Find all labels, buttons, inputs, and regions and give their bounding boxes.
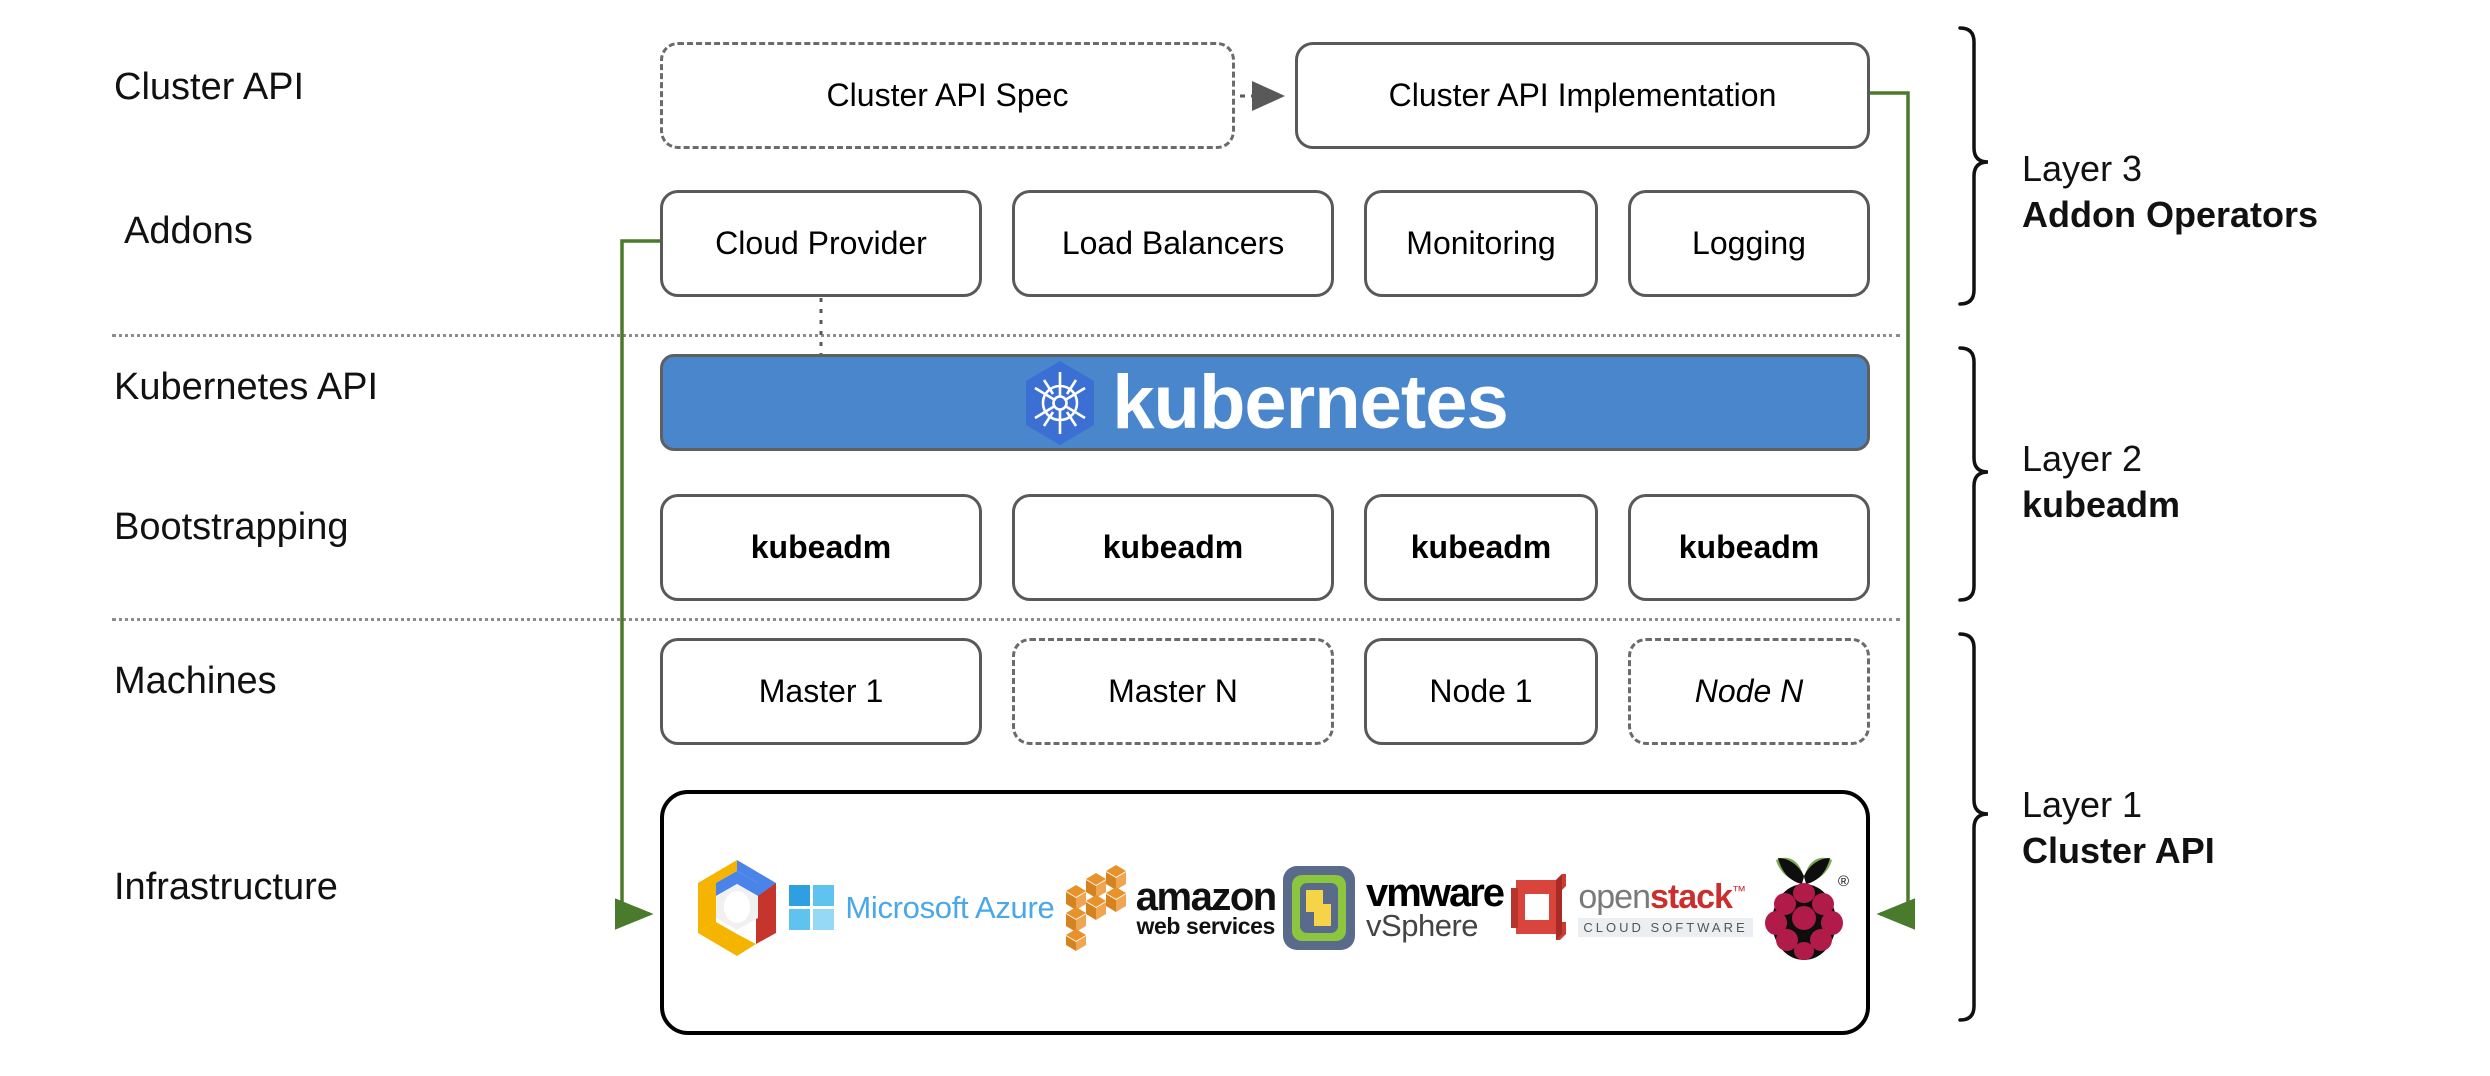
vsphere-tile-icon: [1283, 866, 1356, 950]
layer-label-1-line2: Cluster API: [2022, 830, 2215, 872]
row-label-bootstrapping: Bootstrapping: [114, 506, 349, 548]
vsphere-text: vSphere: [1366, 908, 1479, 944]
layer-label-3: Layer 3 Addon Operators: [2022, 146, 2318, 238]
box-monitoring[interactable]: Monitoring: [1364, 190, 1598, 297]
layer-label-2-line2: kubeadm: [2022, 484, 2181, 526]
box-infrastructure[interactable]: [660, 790, 1870, 1035]
box-logging-label: Logging: [1692, 225, 1806, 262]
box-node-n[interactable]: Node N: [1628, 638, 1870, 745]
kubernetes-logo-icon: [1026, 360, 1095, 445]
aws-cubes-icon: [1065, 865, 1126, 951]
layer-label-3-line1: Layer 3: [2022, 148, 2143, 189]
row-label-kubernetes-api: Kubernetes API: [114, 366, 379, 408]
microsoft-azure-text: Microsoft Azure: [845, 890, 1055, 925]
layer-label-2: Layer 2 kubeadm: [2022, 436, 2180, 528]
openstack-stack-text: stack: [1650, 877, 1733, 916]
connector-implementation-to-infrastructure: [1870, 91, 1915, 930]
connector-cloud-provider-to-infrastructure: [615, 239, 660, 930]
divider-layer2-layer1: [112, 618, 1900, 621]
divider-layer3-layer2: [112, 334, 1900, 337]
google-cloud-icon: [690, 856, 784, 960]
openstack-logo: openstack™ CLOUD SOFTWARE: [1508, 870, 1753, 946]
box-master-n-label: Master N: [1108, 673, 1238, 710]
box-kubeadm-2-label: kubeadm: [1102, 529, 1244, 566]
openstack-tagline: CLOUD SOFTWARE: [1578, 917, 1753, 937]
infrastructure-provider-logos: Microsoft Azure amazon web services: [690, 848, 1850, 968]
aws-amazon-text: amazon: [1135, 875, 1277, 920]
brace-layer-1: [1958, 632, 1989, 1022]
box-cloud-provider[interactable]: Cloud Provider: [660, 190, 982, 297]
box-kubeadm-4-label: kubeadm: [1678, 529, 1820, 566]
banner-kubernetes[interactable]: kubernetes: [660, 354, 1870, 451]
box-load-balancers[interactable]: Load Balancers: [1012, 190, 1334, 297]
microsoft-window-icon: [789, 885, 835, 930]
box-kubeadm-4[interactable]: kubeadm: [1628, 494, 1870, 601]
kubernetes-wordmark: kubernetes: [1112, 359, 1508, 445]
microsoft-azure-logo: Microsoft Azure: [789, 885, 1055, 931]
box-master-1-label: Master 1: [758, 673, 884, 710]
box-cluster-api-implementation-label: Cluster API Implementation: [1388, 77, 1777, 114]
row-label-addons: Addons: [124, 210, 253, 252]
box-cloud-provider-label: Cloud Provider: [715, 225, 927, 262]
layer-label-1-line1: Layer 1: [2022, 784, 2143, 825]
box-logging[interactable]: Logging: [1628, 190, 1870, 297]
box-monitoring-label: Monitoring: [1406, 225, 1556, 262]
box-master-n[interactable]: Master N: [1012, 638, 1334, 745]
layer-label-1: Layer 1 Cluster API: [2022, 782, 2215, 874]
box-master-1[interactable]: Master 1: [660, 638, 982, 745]
amazon-web-services-logo: amazon web services: [1060, 865, 1277, 951]
row-label-infrastructure: Infrastructure: [114, 866, 338, 908]
row-label-cluster-api: Cluster API: [114, 66, 305, 108]
box-kubeadm-2[interactable]: kubeadm: [1012, 494, 1334, 601]
box-cluster-api-spec-label: Cluster API Spec: [826, 77, 1069, 114]
openstack-mark-icon: [1511, 874, 1567, 940]
box-load-balancers-label: Load Balancers: [1061, 225, 1285, 262]
box-kubeadm-1-label: kubeadm: [750, 529, 892, 566]
box-node-1-label: Node 1: [1429, 673, 1533, 710]
layer-label-2-line1: Layer 2: [2022, 438, 2143, 479]
vmware-text: vmware: [1366, 871, 1505, 916]
box-cluster-api-implementation[interactable]: Cluster API Implementation: [1295, 42, 1870, 149]
box-node-n-label: Node N: [1694, 673, 1804, 710]
box-kubeadm-3-label: kubeadm: [1410, 529, 1552, 566]
box-cluster-api-spec[interactable]: Cluster API Spec: [660, 42, 1235, 149]
brace-layer-3: [1958, 26, 1989, 306]
svg-text:®: ®: [1838, 873, 1849, 890]
aws-webservices-text: web services: [1136, 912, 1276, 939]
box-kubeadm-1[interactable]: kubeadm: [660, 494, 982, 601]
box-node-1[interactable]: Node 1: [1364, 638, 1598, 745]
brace-layer-2: [1958, 346, 1989, 602]
row-label-machines: Machines: [114, 660, 277, 702]
openstack-open-text: open: [1578, 877, 1651, 916]
vmware-vsphere-logo: vmware vSphere: [1281, 864, 1505, 952]
layer-label-3-line2: Addon Operators: [2022, 194, 2319, 236]
box-kubeadm-3[interactable]: kubeadm: [1364, 494, 1598, 601]
openstack-tm: ™: [1731, 882, 1746, 899]
raspberry-pi-icon: ®: [1758, 852, 1850, 964]
